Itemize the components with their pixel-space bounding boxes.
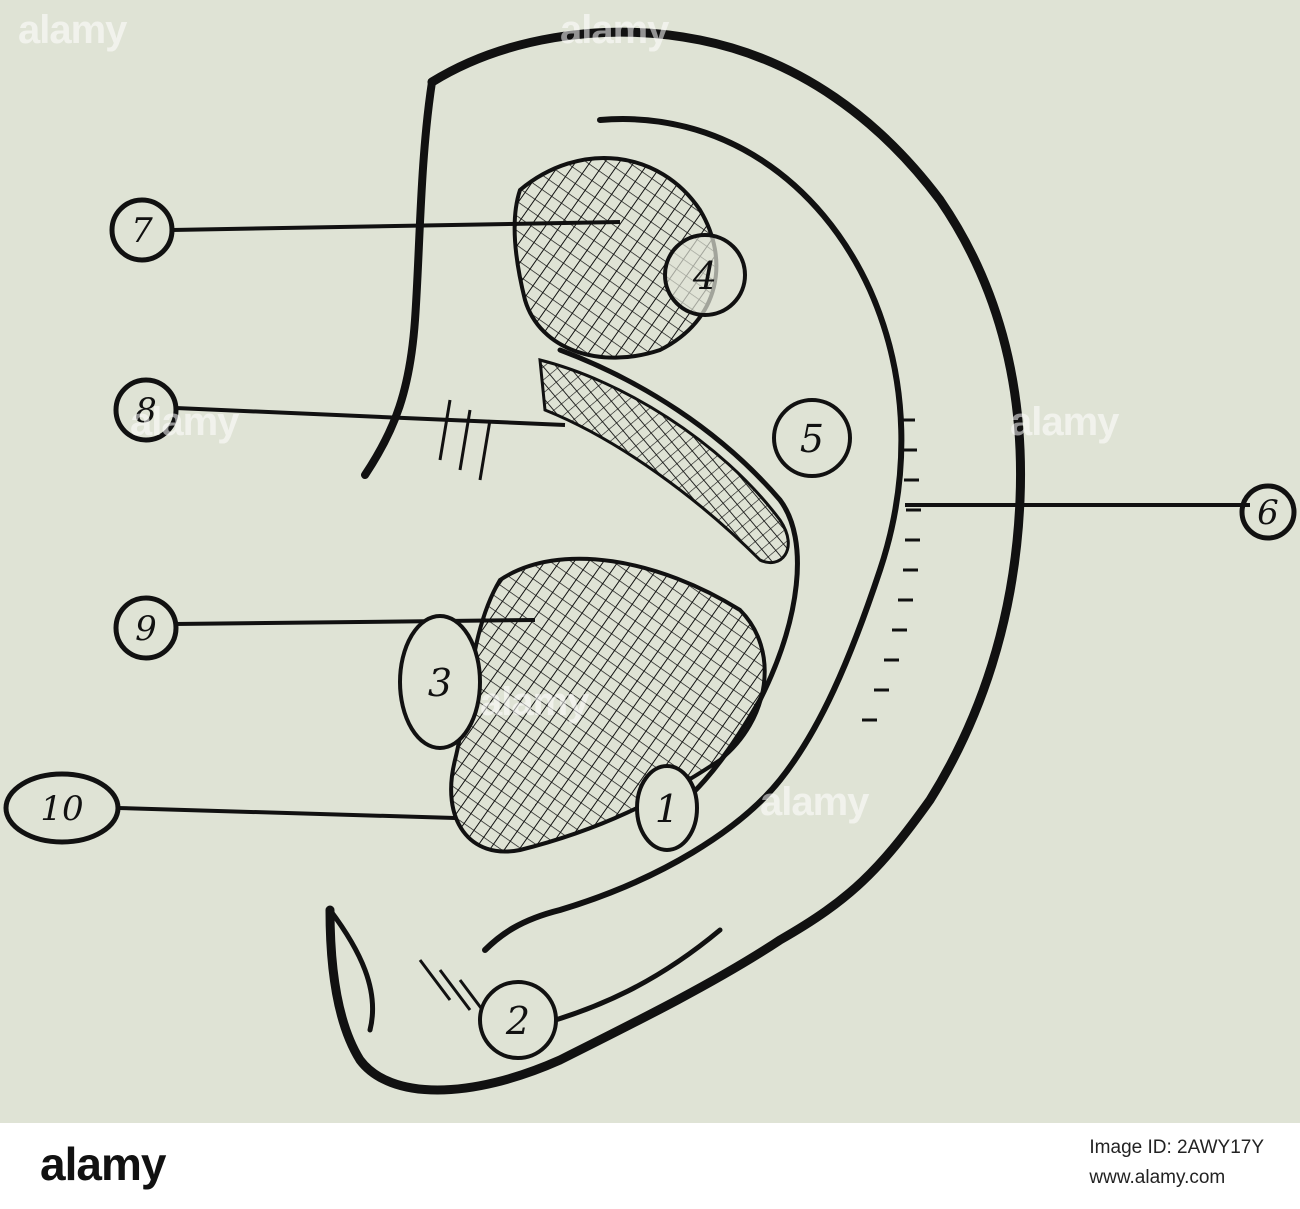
callout-8: 8	[113, 377, 179, 443]
footer-logo: alamy	[40, 1138, 166, 1190]
figure-canvas: 7 8 6 9 10 4 5 3	[0, 0, 1300, 1123]
watermark: alamy	[130, 400, 239, 444]
callout-10-label: 10	[40, 789, 83, 829]
callout-6-label: 6	[1257, 493, 1279, 533]
helix-inner-fold	[482, 116, 905, 953]
inner-label-5-text: 5	[800, 417, 824, 461]
callout-6: 6	[1239, 483, 1297, 541]
callout-9-label: 9	[135, 609, 157, 649]
callout-7-label: 7	[131, 211, 153, 251]
footer-url[interactable]: www.alamy.com	[1089, 1167, 1226, 1188]
inner-label-2: 2	[478, 980, 558, 1060]
watermark: alamy	[760, 780, 869, 824]
triangular-fossa	[512, 155, 719, 360]
inner-label-2-text: 2	[505, 999, 530, 1043]
inner-label-3: 3	[398, 614, 482, 750]
watermark: alamy	[1010, 400, 1119, 444]
callout-7: 7	[109, 197, 175, 263]
inner-label-3-text: 3	[428, 661, 452, 705]
callout-8-label: 8	[135, 391, 157, 431]
image-id: Image ID: 2AWY17Y	[1089, 1137, 1264, 1158]
footer-bar: alamy Image ID: 2AWY17Y www.alamy.com	[0, 1123, 1300, 1209]
shading-strokes	[418, 399, 921, 1021]
inner-label-4-text: 4	[692, 254, 717, 298]
inner-label-4: 4	[663, 233, 747, 317]
callout-10: 10	[3, 771, 121, 845]
antihelix-ridge	[557, 347, 800, 833]
watermark: alamy	[480, 680, 589, 724]
footer-meta: Image ID: 2AWY17Y www.alamy.com	[1089, 1133, 1264, 1193]
ear-outline	[325, 27, 1026, 1095]
watermark: alamy	[18, 8, 127, 52]
ear-diagram: 7 8 6 9 10 4 5 3	[3, 27, 1297, 1095]
inner-label-1: 1	[635, 764, 699, 852]
callout-9: 9	[113, 595, 179, 661]
inner-label-1-text: 1	[655, 787, 679, 831]
inner-label-5: 5	[772, 398, 852, 478]
helix-front-edge	[361, 78, 436, 479]
crus-of-helix	[538, 358, 790, 565]
leader-lines	[117, 220, 1250, 820]
watermark: alamy	[560, 8, 669, 52]
